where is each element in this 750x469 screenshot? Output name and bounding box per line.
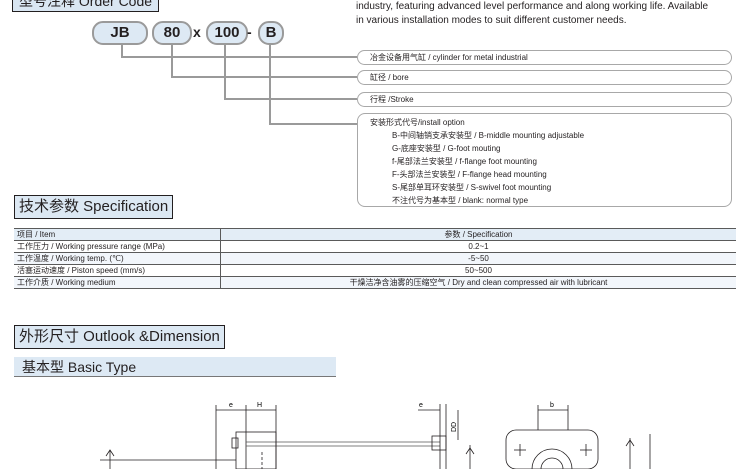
code-pill-series: JB (92, 21, 148, 45)
specification-heading: 技术参数 Specification (14, 195, 174, 219)
code-sep-dash: - (247, 24, 252, 40)
install-option: S-尾部单耳环安装型 / S-swivel foot mounting (392, 183, 552, 192)
code-pill-install: B (258, 21, 284, 45)
intro-line-2: in various installation modes to suit di… (356, 15, 627, 26)
connector-install (269, 43, 357, 125)
install-option: F-头部法兰安装型 / F-flange head mounting (392, 170, 547, 179)
row-item: 工作温度 / Working temp. (℃) (14, 252, 221, 265)
basic-type-subheading: 基本型 Basic Type (14, 357, 336, 377)
connector-bore (171, 43, 357, 78)
row-item: 工作压力 / Working pressure range (MPa) (14, 240, 221, 253)
callout-bore: 缸径 / bore (357, 70, 732, 85)
row-value: 干燥洁净含油雾的压缩空气 / Dry and clean compressed … (220, 276, 736, 289)
row-value: 50~500 (220, 264, 736, 277)
order-code-connectors (121, 43, 357, 125)
install-title: 安装形式代号/install option (370, 118, 465, 127)
dim-label-h: H (257, 402, 262, 409)
code-sep-x: x (193, 24, 201, 40)
header-param: 参数 / Specification (220, 228, 736, 241)
order-code-heading: 型号注释 Order Code (12, 0, 160, 12)
install-option: f-尾部法兰安装型 / f-flange foot mounting (392, 157, 537, 166)
intro-line-1: industry, featuring advanced level perfo… (356, 1, 709, 12)
intro-text: industry, featuring advanced level perfo… (356, 0, 748, 28)
connector-stroke (224, 43, 357, 100)
dim-label-e2: e (419, 402, 423, 409)
header-item: 项目 / Item (14, 228, 221, 241)
dim-label-b: b (550, 402, 554, 409)
table-row: 工作温度 / Working temp. (℃) -5~50 (14, 252, 736, 265)
callout-stroke: 行程 /Stroke (357, 92, 732, 107)
code-pill-stroke: 100 (206, 21, 248, 45)
install-option: B-中间轴销支承安装型 / B-middle mounting adjustab… (392, 131, 585, 140)
install-option: G-底座安装型 / G-foot mouting (392, 144, 501, 153)
code-pill-bore: 80 (152, 21, 192, 45)
row-item: 活塞运动速度 / Piston speed (mm/s) (14, 264, 221, 277)
callout-install: 安装形式代号/install option B-中间轴销支承安装型 / B-mi… (357, 113, 732, 207)
table-row: 工作压力 / Working pressure range (MPa) 0.2~… (14, 240, 736, 253)
specification-table: 项目 / Item 参数 / Specification 工作压力 / Work… (14, 228, 736, 289)
connector-type (121, 43, 357, 58)
row-value: -5~50 (220, 252, 736, 265)
row-value: 0.2~1 (220, 240, 736, 253)
row-item: 工作介质 / Working medium (14, 276, 221, 289)
dim-label-e1: e (229, 402, 233, 409)
dim-label-dd: DD (451, 422, 458, 432)
callout-type: 冶金设备用气缸 / cylinder for metal industrial (357, 50, 732, 65)
dimension-drawing: e H e DD b (100, 402, 651, 469)
table-row: 工作介质 / Working medium 干燥洁净含油雾的压缩空气 / Dry… (14, 276, 736, 289)
table-row: 活塞运动速度 / Piston speed (mm/s) 50~500 (14, 264, 736, 277)
table-header-row: 项目 / Item 参数 / Specification (14, 228, 736, 241)
install-option: 不注代号为基本型 / blank: normal type (392, 196, 529, 205)
dimension-heading: 外形尺寸 Outlook &Dimension (14, 325, 225, 349)
